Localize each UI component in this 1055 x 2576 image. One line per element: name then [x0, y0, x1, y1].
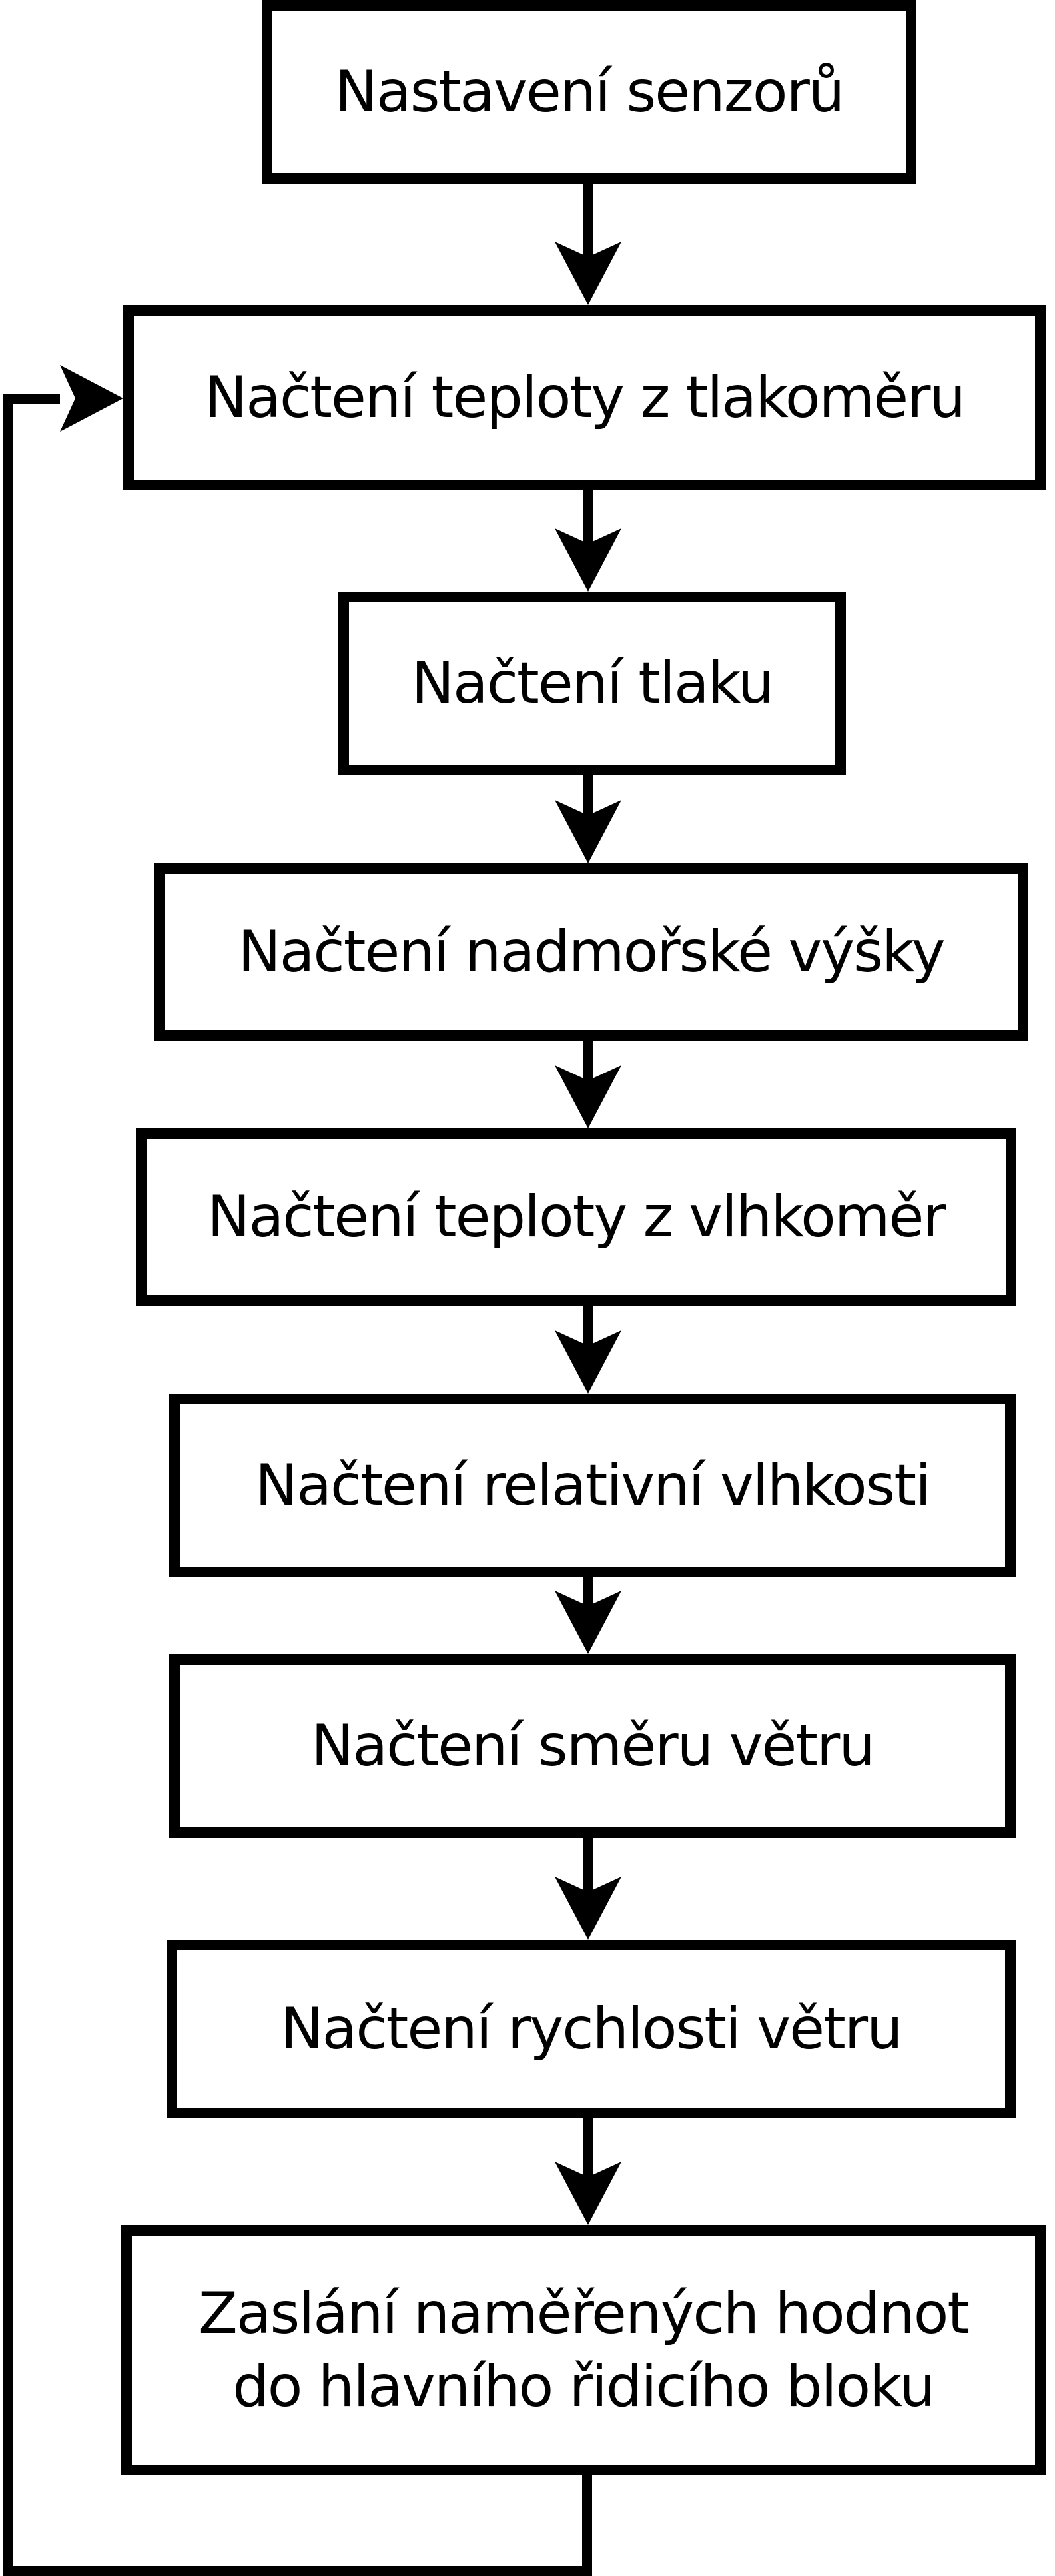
arrow-down-icon	[555, 1877, 621, 1940]
flow-node-label: Načtení teploty z tlakoměru	[204, 364, 966, 431]
flow-node-label: Načtení relativní vlhkosti	[255, 1452, 931, 1519]
flow-node-read-temp-hygrometer: Načtení teploty z vlhkoměr	[136, 1128, 1016, 1306]
arrow-down-icon	[555, 1065, 621, 1128]
flow-node-label: Načtení tlaku	[411, 649, 775, 717]
connector-line	[583, 184, 593, 260]
connector-line	[583, 1041, 593, 1082]
loop-line-bottom	[3, 2566, 592, 2576]
arrow-down-icon	[555, 242, 621, 305]
flow-node-label: Načtení rychlosti větru	[280, 1995, 902, 2062]
connector-line	[583, 1577, 593, 1607]
flow-node-label: Zaslání naměřených hodnot do hlavního ři…	[198, 2280, 970, 2420]
flow-node-read-pressure: Načtení tlaku	[338, 592, 846, 775]
flow-node-label: Nastavení senzorů	[334, 58, 845, 125]
arrow-right-icon	[60, 365, 123, 432]
flow-node-label: Načtení nadmořské výšky	[238, 918, 945, 985]
arrow-down-icon	[555, 2162, 621, 2225]
flow-node-read-temp-barometer: Načtení teploty z tlakoměru	[123, 305, 1046, 490]
flow-node-read-wind-direction: Načtení směru větru	[169, 1654, 1016, 1838]
loop-line-down	[582, 2475, 592, 2576]
connector-line	[583, 1306, 593, 1347]
flow-node-read-altitude: Načtení nadmořské výšky	[154, 863, 1028, 1041]
connector-line	[583, 2118, 593, 2178]
arrow-down-icon	[555, 528, 621, 592]
flow-node-read-wind-speed: Načtení rychlosti větru	[167, 1940, 1016, 2118]
arrow-down-icon	[555, 1330, 621, 1394]
arrow-down-icon	[555, 1591, 621, 1654]
flow-node-setup-sensors: Nastavení senzorů	[262, 0, 916, 184]
flow-node-label: Načtení směru větru	[311, 1712, 875, 1779]
connector-line	[583, 1838, 593, 1893]
flow-node-label: Načtení teploty z vlhkoměr	[207, 1183, 946, 1250]
connector-line	[583, 775, 593, 817]
loop-line-top	[3, 394, 60, 404]
connector-line	[583, 490, 593, 545]
arrow-down-icon	[555, 800, 621, 863]
flow-node-read-relative-humidity: Načtení relativní vlhkosti	[169, 1394, 1016, 1577]
flow-node-send-values: Zaslání naměřených hodnot do hlavního ři…	[121, 2225, 1046, 2475]
loop-line-left	[3, 394, 13, 2576]
